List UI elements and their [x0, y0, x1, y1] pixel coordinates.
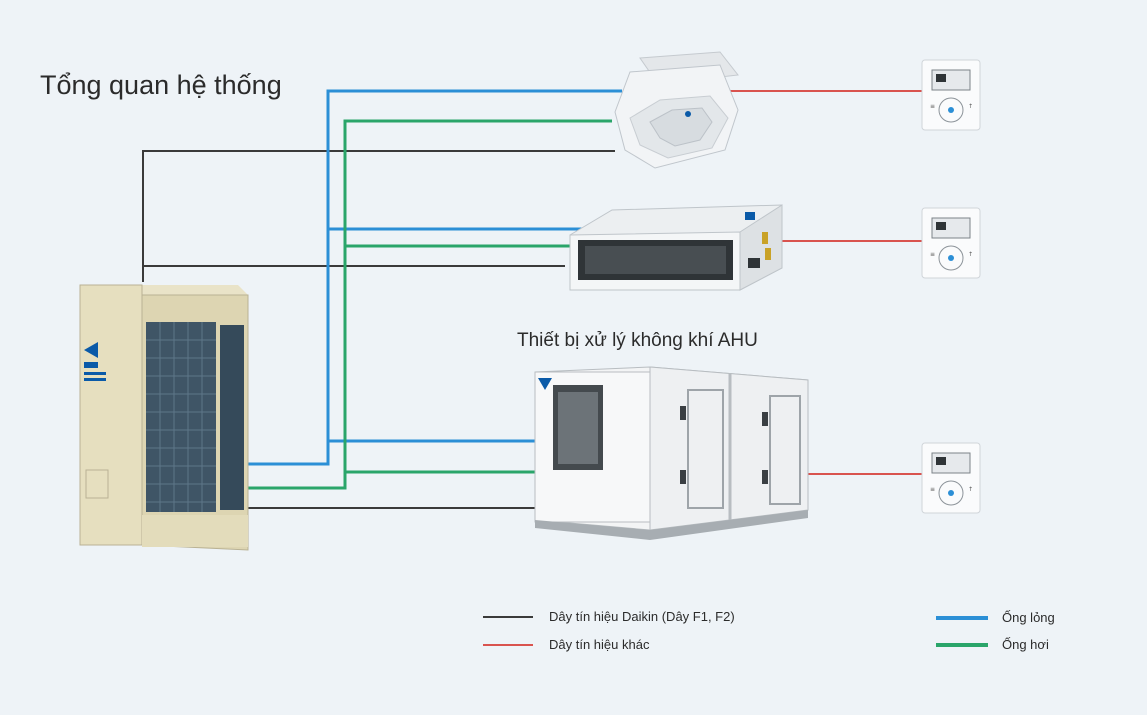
liquid-pipe-lines: [248, 89, 622, 466]
svg-text:≡: ≡: [930, 103, 935, 110]
remote-controller-icon: ≡ ↑: [921, 442, 981, 514]
outdoor-unit-icon: [79, 284, 249, 551]
legend-label: Ống hơi: [1002, 637, 1049, 652]
ahu-label: Thiết bị xử lý không khí AHU: [517, 330, 758, 351]
svg-text:↑: ↑: [968, 251, 973, 258]
liquid-pipe-swatch: [936, 616, 988, 620]
signal-daikin-lines: [142, 150, 615, 509]
legend-label: Ống lỏng: [1002, 610, 1055, 625]
svg-text:↑: ↑: [968, 103, 973, 110]
gas-pipe-swatch: [936, 643, 988, 647]
signal-other-lines: [722, 90, 922, 475]
signal-daikin-swatch: [483, 616, 533, 618]
ducted-unit-icon: [569, 204, 783, 291]
diagram-title: Tổng quan hệ thống: [40, 70, 282, 100]
remote-controller-icon: ≡ ↑: [921, 207, 981, 279]
signal-other-swatch: [483, 644, 533, 646]
gas-pipe-lines: [248, 119, 612, 490]
legend-label: Dây tín hiệu khác: [549, 637, 650, 652]
remote-controller-icon: ≡ ↑: [921, 59, 981, 131]
svg-text:↑: ↑: [968, 486, 973, 493]
legend-label: Dây tín hiệu Daikin (Dây F1, F2): [549, 609, 735, 624]
svg-text:≡: ≡: [930, 251, 935, 258]
cassette-unit-icon: [614, 51, 739, 169]
ahu-unit-icon: [534, 366, 809, 540]
svg-text:≡: ≡: [930, 486, 935, 493]
